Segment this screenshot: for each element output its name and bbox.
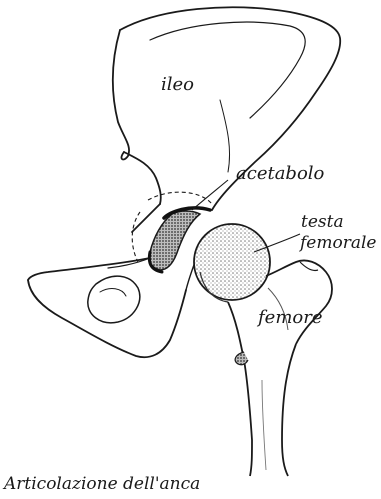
acetabulum-cavity bbox=[149, 211, 200, 270]
femur-shaft-lateral bbox=[282, 344, 296, 476]
femur bbox=[194, 224, 332, 476]
lesser-trochanter bbox=[235, 352, 248, 365]
iliac-inner-line bbox=[150, 22, 305, 118]
femoral-head bbox=[194, 224, 270, 300]
pubic-ramus-bottom bbox=[28, 280, 186, 357]
label-femorale: femorale bbox=[300, 235, 376, 252]
label-testa: testa bbox=[301, 214, 344, 231]
label-acetabolo: acetabolo bbox=[236, 165, 324, 183]
femoral-neck bbox=[266, 260, 332, 344]
anterior-border bbox=[113, 30, 129, 159]
label-femore: femore bbox=[258, 309, 322, 327]
femur-shaft-medial bbox=[228, 302, 252, 476]
pubic-ramus-top bbox=[28, 258, 150, 280]
obturator-foramen bbox=[88, 276, 140, 323]
label-ileo: ileo bbox=[161, 76, 194, 94]
figure-caption: Articolazione dell'anca bbox=[4, 474, 200, 494]
